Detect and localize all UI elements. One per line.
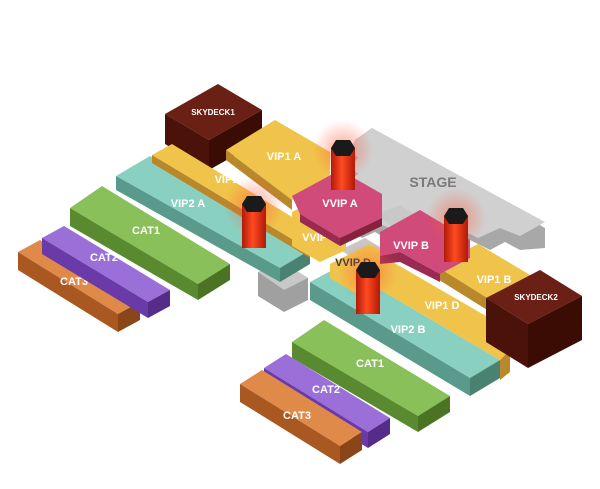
light-tower (338, 242, 398, 314)
section-cat1-left[interactable]: CAT1 (70, 186, 230, 300)
section-skydeck2[interactable]: SKYDECK2 (486, 270, 582, 368)
section-label: VIP2 B (391, 324, 426, 336)
light-tower (224, 176, 284, 248)
section-skydeck1[interactable]: SKYDECK1 (165, 84, 262, 170)
section-label: CAT1 (132, 225, 160, 237)
section-label: SKYDECK2 (514, 293, 558, 302)
stage-label: STAGE (409, 174, 456, 190)
section-label: VIP1 D (425, 300, 460, 312)
section-label: SKYDECK1 (191, 108, 235, 117)
section-vvip-a[interactable]: VVIP A (292, 170, 382, 246)
section-label: VIP1 A (267, 151, 301, 163)
section-label: VVIP A (322, 198, 358, 210)
section-label: VVIP B (393, 240, 429, 252)
section-cat2-left[interactable]: CAT2 (42, 226, 170, 318)
section-label: VIP1 B (477, 274, 512, 286)
light-tower (426, 188, 486, 262)
section-cat3-right[interactable]: CAT3 (240, 370, 362, 464)
section-cat1-right[interactable]: CAT1 (292, 320, 450, 432)
section-label: CAT2 (90, 252, 118, 264)
light-tower (313, 120, 373, 190)
section-cat3-left[interactable]: CAT3 (18, 240, 140, 332)
section-label: CAT2 (312, 384, 340, 396)
section-label: CAT3 (283, 410, 311, 422)
section-label: CAT3 (60, 276, 88, 288)
section-label: CAT1 (356, 358, 384, 370)
section-label: VIP2 A (171, 198, 205, 210)
